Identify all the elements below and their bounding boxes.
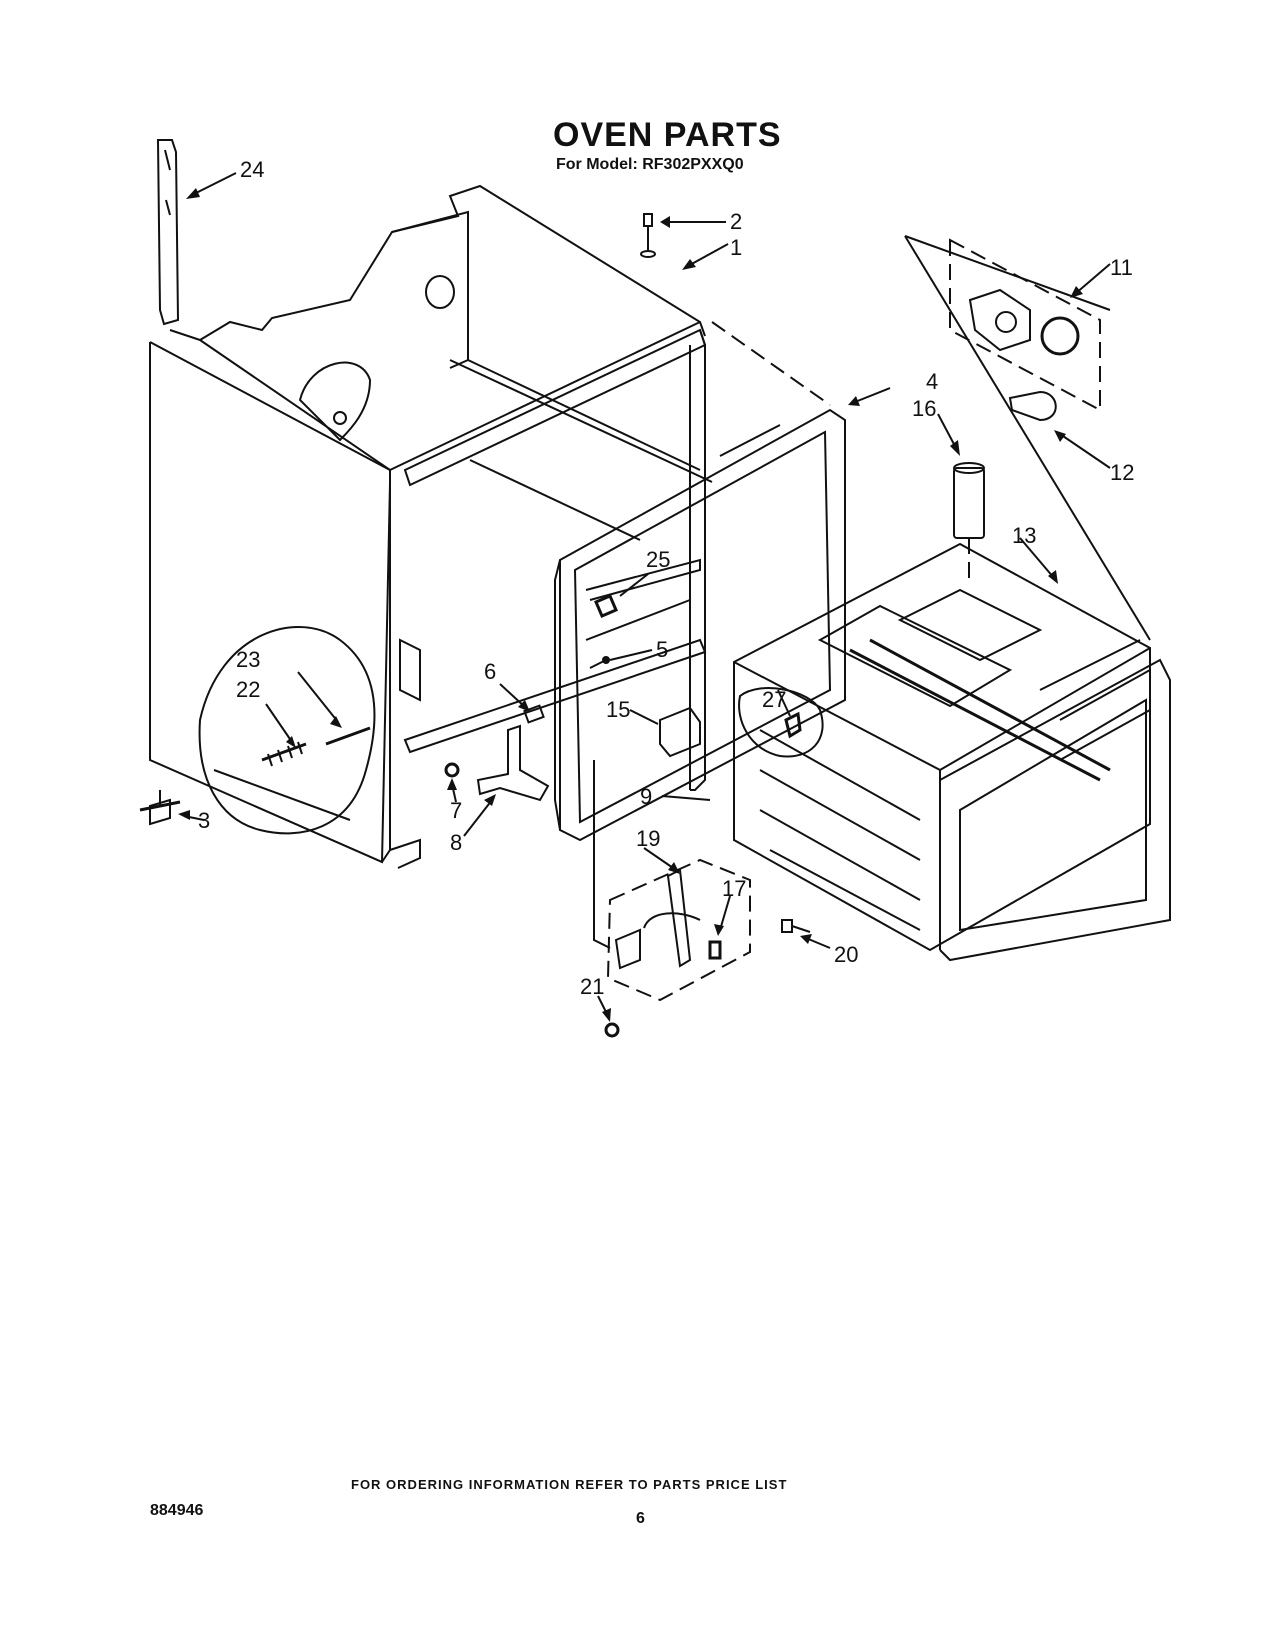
- page-title: OVEN PARTS: [553, 116, 782, 154]
- part-11-light-assembly: [949, 238, 1101, 412]
- document-number: 884946: [150, 1502, 204, 1519]
- part-4-front-frame: [554, 408, 846, 842]
- callout-27: 27: [762, 687, 786, 712]
- callout-13: 13: [1012, 523, 1036, 548]
- callout-6: 6: [484, 659, 496, 684]
- page-number: 6: [636, 1510, 645, 1527]
- part-25-clip: [594, 594, 618, 618]
- callout-8: 8: [450, 830, 462, 855]
- part-17-screw: [708, 940, 722, 960]
- callout-25: 25: [646, 547, 670, 572]
- callout-16: 16: [912, 396, 936, 421]
- callout-15: 15: [606, 697, 630, 722]
- part-23-rod: [325, 726, 371, 746]
- callout-23: 23: [236, 647, 260, 672]
- callout-7: 7: [450, 798, 462, 823]
- part-2-screw: [640, 213, 656, 258]
- callout-20: 20: [834, 942, 858, 967]
- callout-24: 24: [240, 157, 264, 182]
- callout-22: 22: [236, 677, 260, 702]
- callout-19: 19: [636, 826, 660, 851]
- cabinet-shell: [149, 184, 713, 869]
- part-16-sleeve: [953, 462, 985, 580]
- part-24-bracket: [156, 139, 180, 326]
- callout-17: 17: [722, 876, 746, 901]
- part-3-leveling-leg: [139, 790, 181, 826]
- part-5-pin: [589, 656, 610, 669]
- part-8-hinge-bracket: [476, 724, 550, 802]
- ordering-info-note: FOR ORDERING INFORMATION REFER TO PARTS …: [351, 1477, 788, 1492]
- part-9-oven-liner: [733, 542, 1171, 962]
- part-15-bracket: [659, 706, 701, 758]
- part-27-clip: [738, 687, 824, 758]
- part-19-bracket-assembly: [606, 858, 751, 1002]
- part-21-nut: [604, 1022, 620, 1038]
- part-6-bushing: [523, 704, 545, 724]
- part-12-bulb: [1008, 390, 1057, 422]
- callout-5: 5: [656, 637, 668, 662]
- callout-12: 12: [1110, 460, 1134, 485]
- callout-9: 9: [640, 784, 652, 809]
- callout-21: 21: [580, 974, 604, 999]
- callout-1: 1: [730, 235, 742, 260]
- model-subtitle: For Model: RF302PXXQ0: [556, 156, 744, 173]
- callout-11: 11: [1110, 255, 1133, 280]
- part-20-screw: [781, 919, 811, 933]
- callout-2: 2: [730, 209, 742, 234]
- part-7-nut: [444, 762, 460, 778]
- part-22-spring: [261, 741, 307, 767]
- callout-3: 3: [198, 808, 210, 833]
- callout-4: 4: [926, 369, 938, 394]
- cutaway-area: [198, 626, 376, 835]
